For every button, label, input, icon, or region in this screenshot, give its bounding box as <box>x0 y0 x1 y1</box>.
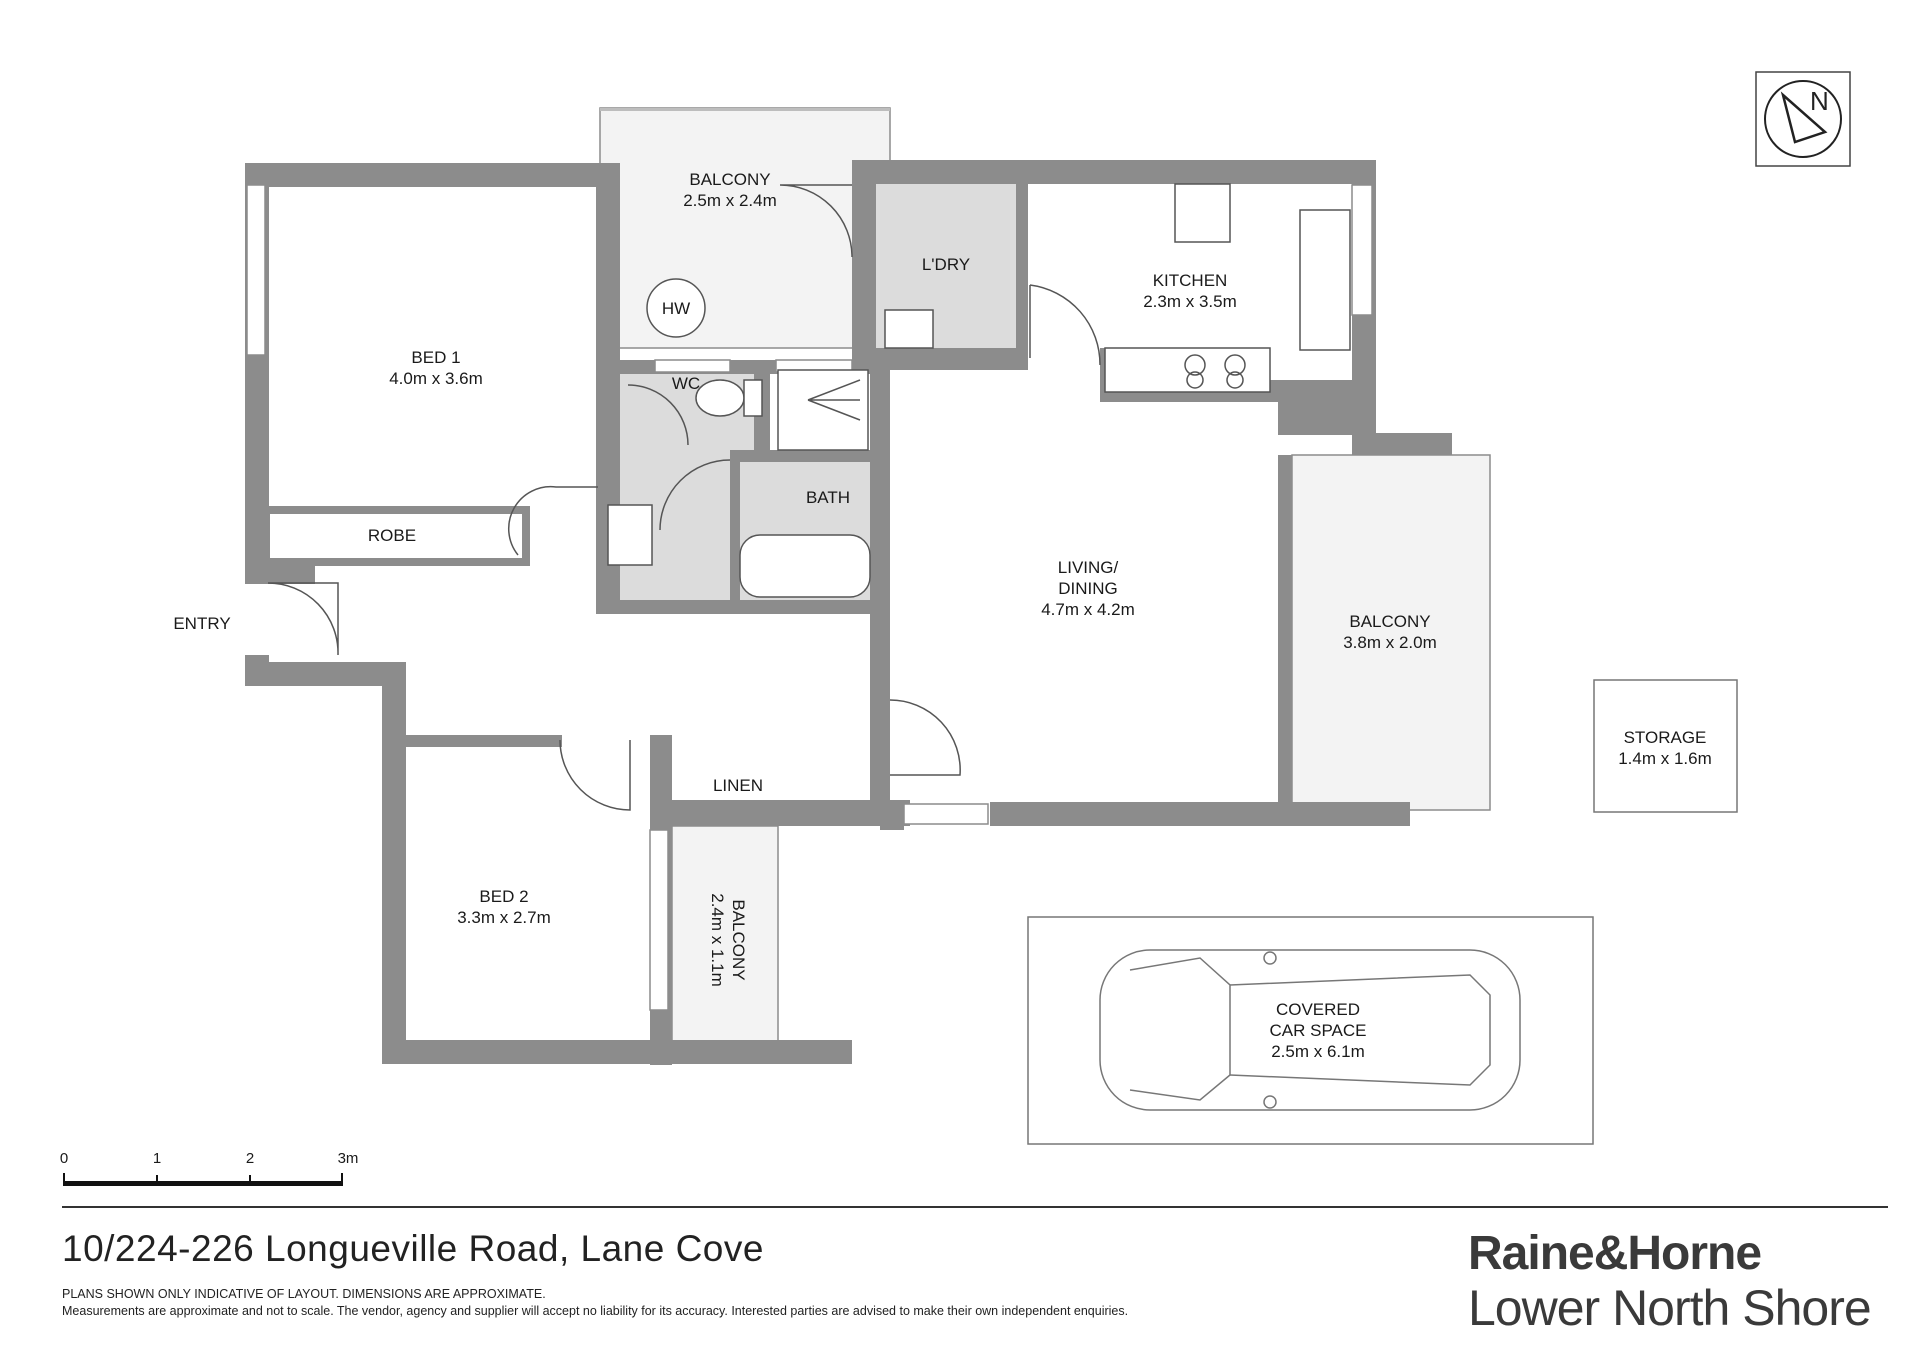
balcony-small-name: BALCONY <box>729 899 748 980</box>
storage-dims: 1.4m x 1.6m <box>1618 749 1712 768</box>
balcony-top-name: BALCONY <box>689 170 770 189</box>
balcony-right-area <box>1291 454 1491 811</box>
bed1-name: BED 1 <box>411 348 460 367</box>
living-name-2: DINING <box>1058 579 1118 598</box>
bath-tub-icon <box>739 534 871 598</box>
kitchen-dims: 2.3m x 3.5m <box>1143 292 1237 311</box>
hw-label: HW <box>662 299 690 318</box>
disclaimer-line-2: Measurements are approximate and not to … <box>62 1304 1129 1318</box>
scale-label-3: 3m <box>338 1150 359 1167</box>
hot-water-icon <box>646 278 706 338</box>
car-space-outline <box>1027 916 1594 1145</box>
laundry-label: L'DRY <box>922 255 970 274</box>
footer-divider <box>62 1206 1888 1208</box>
balcony-right-name: BALCONY <box>1349 612 1430 631</box>
balcony-top-outline <box>600 108 890 111</box>
disclaimer-line-1: PLANS SHOWN ONLY INDICATIVE OF LAYOUT. D… <box>62 1287 546 1301</box>
storage-outline <box>1593 679 1738 813</box>
scale-label-0: 0 <box>60 1150 68 1167</box>
car-name-1: COVERED <box>1276 1000 1360 1019</box>
scale-label-1: 1 <box>153 1150 161 1167</box>
balcony-top-dims: 2.5m x 2.4m <box>683 191 777 210</box>
robe-label: ROBE <box>368 526 416 545</box>
bed2-name: BED 2 <box>479 887 528 906</box>
scale-bar: 0 1 2 3m <box>60 1150 359 1186</box>
windows <box>246 184 1373 1011</box>
fixtures <box>607 183 1351 598</box>
car-dims: 2.5m x 6.1m <box>1271 1042 1365 1061</box>
compass: N <box>1755 71 1851 167</box>
floor-plan: N BED 1 4.0m x 3.6m ROBE BALCONY 2.5m x … <box>60 71 1851 1186</box>
kitchen-name: KITCHEN <box>1153 271 1228 290</box>
bed1-dims: 4.0m x 3.6m <box>389 369 483 388</box>
disclaimer: PLANS SHOWN ONLY INDICATIVE OF LAYOUT. D… <box>62 1286 1128 1320</box>
room-labels: BED 1 4.0m x 3.6m ROBE BALCONY 2.5m x 2.… <box>173 170 1711 1061</box>
compass-letter: N <box>1810 86 1829 116</box>
entry-label: ENTRY <box>173 614 230 633</box>
property-address: 10/224-226 Longueville Road, Lane Cove <box>62 1228 764 1269</box>
storage-name: STORAGE <box>1624 728 1707 747</box>
bed2-dims: 3.3m x 2.7m <box>457 908 551 927</box>
toilet-icon <box>695 379 745 417</box>
living-dims: 4.7m x 4.2m <box>1041 600 1135 619</box>
wc-label: WC <box>672 374 700 393</box>
bath-label: BATH <box>806 488 850 507</box>
agency-logo: Raine&Horne Lower North Shore <box>1468 1227 1872 1337</box>
scale-label-2: 2 <box>246 1150 254 1167</box>
agency-name: Raine&Horne <box>1468 1227 1762 1280</box>
car-name-2: CAR SPACE <box>1270 1021 1367 1040</box>
balcony-small-dims: 2.4m x 1.1m <box>708 893 727 987</box>
agency-office: Lower North Shore <box>1468 1280 1872 1336</box>
doors <box>267 184 1101 811</box>
living-name-1: LIVING/ <box>1058 558 1119 577</box>
car-icon <box>1099 949 1521 1111</box>
north-arrow-icon <box>1764 80 1842 158</box>
balcony-right-dims: 3.8m x 2.0m <box>1343 633 1437 652</box>
linen-label: LINEN <box>713 776 763 795</box>
